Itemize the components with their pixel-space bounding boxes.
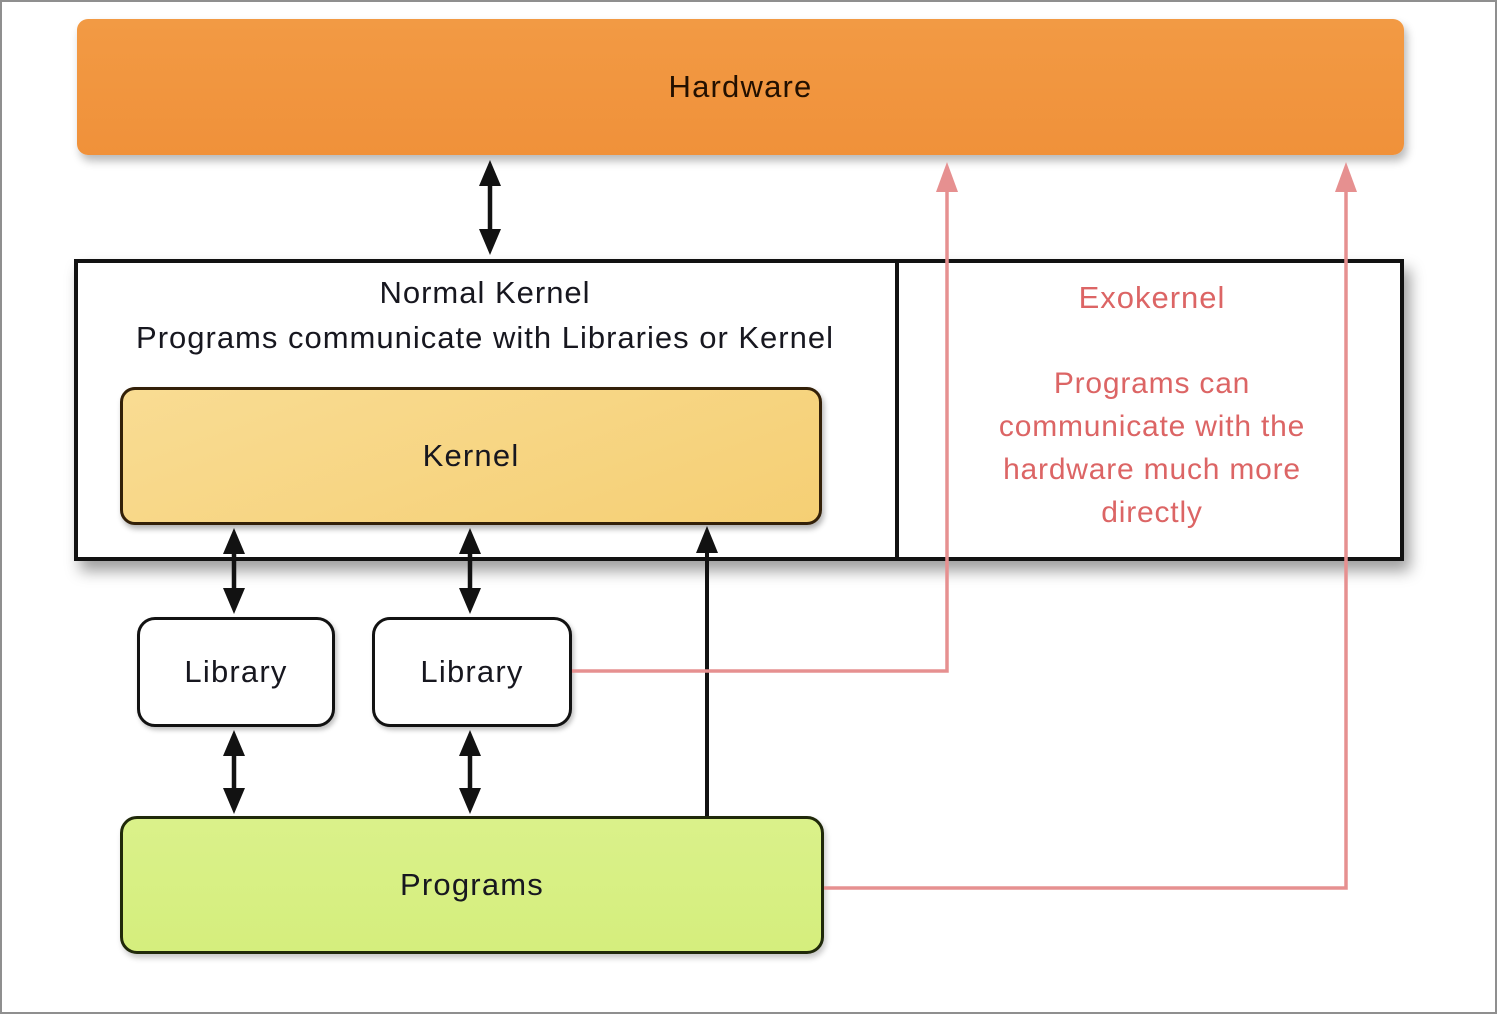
library-2-box: Library (372, 617, 572, 727)
hardware-box: Hardware (77, 19, 1404, 155)
normal-kernel-heading: Normal Kernel Programs communicate with … (82, 270, 888, 360)
exokernel-description: Programs can communicate with the hardwa… (900, 362, 1404, 534)
exokernel-description-line: directly (1101, 496, 1203, 529)
library-1-label: Library (184, 654, 288, 689)
library-2-label: Library (420, 654, 524, 689)
arrow-programs-kernel-icon (696, 526, 718, 816)
double-arrow-library1-programs-icon (223, 730, 245, 814)
exokernel-description-line: Programs can (1053, 367, 1251, 400)
exokernel-description-line: hardware much more (1003, 453, 1301, 486)
kernel-box: Kernel (120, 387, 822, 525)
exokernel-description-line: communicate with the (998, 410, 1306, 443)
programs-label: Programs (400, 867, 544, 902)
kernel-label: Kernel (422, 438, 520, 473)
library-1-box: Library (137, 617, 335, 727)
hardware-label: Hardware (668, 69, 813, 104)
section-divider (895, 261, 899, 559)
programs-box: Programs (120, 816, 824, 954)
normal-kernel-subtitle: Programs communicate with Libraries or K… (136, 320, 834, 355)
exokernel-title: Exokernel (1078, 280, 1226, 315)
double-arrow-library2-programs-icon (459, 730, 481, 814)
double-arrow-hardware-kernelbox-icon (479, 160, 501, 255)
normal-kernel-title: Normal Kernel (379, 275, 591, 310)
